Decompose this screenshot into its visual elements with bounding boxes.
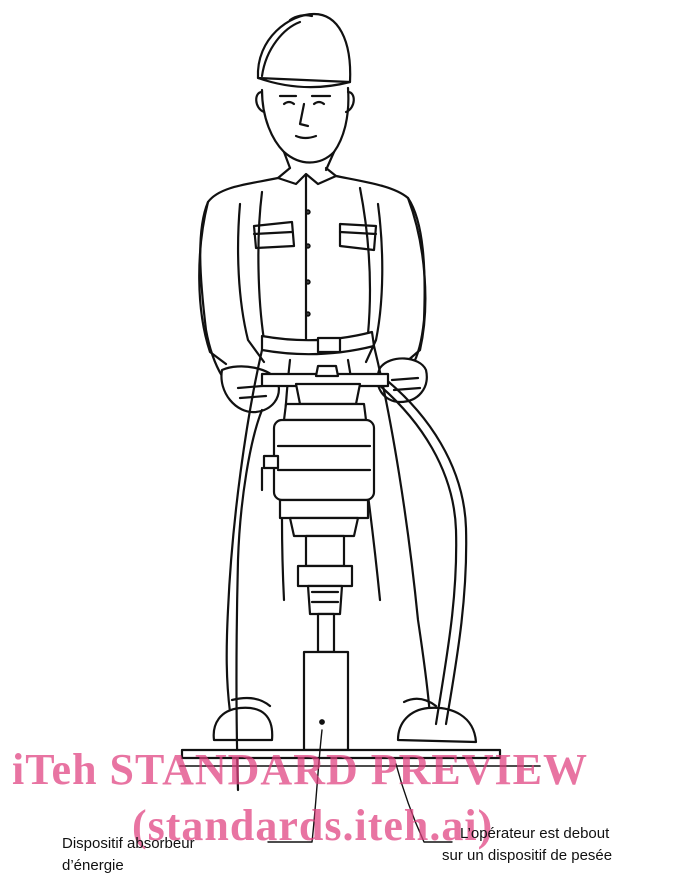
air-hose-icon xyxy=(378,384,456,724)
watermark-line-1: iTeh STANDARD PREVIEW xyxy=(12,744,588,795)
belt xyxy=(262,332,374,354)
label-energy-absorber-line1: Dispositif absorbeur xyxy=(62,834,195,853)
label-operator-line1: L’opérateur est debout xyxy=(460,824,609,843)
hard-hat-icon xyxy=(258,14,350,87)
label-operator-line2: sur un dispositif de pesée xyxy=(442,846,612,865)
head xyxy=(256,88,354,170)
energy-absorber-icon xyxy=(304,652,348,750)
label-energy-absorber-line2: d’énergie xyxy=(62,856,124,875)
